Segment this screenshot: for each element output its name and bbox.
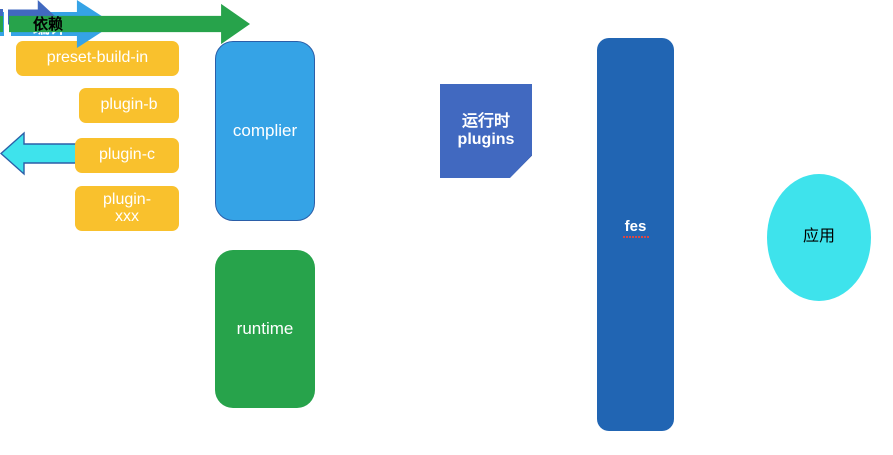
- plugin-chip-preset-build-in[interactable]: preset-build-in: [16, 41, 179, 76]
- arrow-depend-label: 依赖: [32, 16, 63, 33]
- node-runtime-plugins-label-line2: plugins: [457, 131, 515, 148]
- node-runtime-plugins-label-line1: 运行时: [461, 112, 510, 130]
- plugin-chip-label-line1: plugin-: [102, 190, 152, 208]
- node-complier-label: complier: [232, 121, 298, 141]
- arrow-runtime-to-fes-tail-stripe: [0, 16, 3, 32]
- node-app-label: 应用: [802, 228, 835, 246]
- node-fes-label: fes: [622, 218, 650, 240]
- plugin-chip-label: preset-build-in: [46, 49, 149, 67]
- node-fes[interactable]: fes: [597, 38, 674, 431]
- plugin-chip-label: plugin-b: [100, 96, 158, 114]
- plugin-chip-plugin-c[interactable]: plugin-c: [75, 138, 179, 173]
- plugin-chip-label: plugin-c: [98, 146, 156, 164]
- plugin-chip-label-line2: xxx: [115, 207, 139, 225]
- node-runtime-plugins[interactable]: 运行时 plugins: [440, 84, 532, 178]
- node-runtime-label: runtime: [236, 319, 294, 339]
- node-runtime[interactable]: runtime: [215, 250, 315, 408]
- plugin-chip-plugin-xxx[interactable]: plugin- xxx: [75, 186, 179, 231]
- plugin-chip-plugin-b[interactable]: plugin-b: [79, 88, 179, 123]
- page-fold-icon: [510, 155, 532, 178]
- node-complier[interactable]: complier: [215, 41, 315, 221]
- node-app[interactable]: 应用: [767, 174, 871, 301]
- arrow-depend[interactable]: 依赖: [0, 16, 80, 177]
- arrow-depend-shape: [0, 131, 80, 176]
